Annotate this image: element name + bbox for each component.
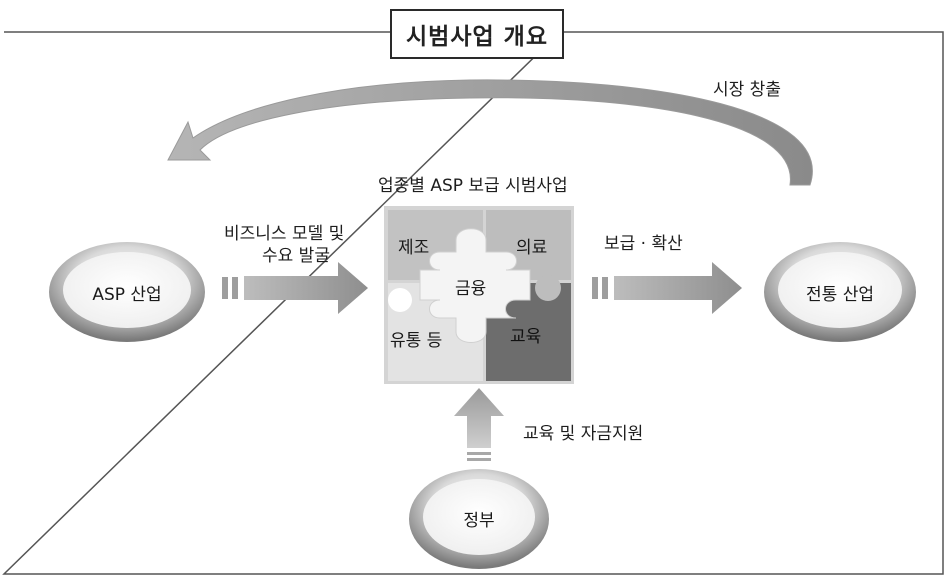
puzzle-graphic [384,206,574,384]
right-horizontal-arrow [592,262,742,314]
puzzle-knob-right [535,275,561,301]
traditional-industry-node [764,242,916,342]
center-title-label: 업종별 ASP 보급 시범사업 [378,176,568,196]
traditional-industry-label: 전통 산업 [806,285,874,305]
puzzle-label-education: 교육 [510,327,542,347]
market-creation-label: 시장 창출 [713,80,781,100]
diagram-title: 시범사업 개요 [390,9,564,59]
puzzle-center-piece [419,228,531,343]
bottom-vertical-arrow [454,388,504,461]
puzzle-knob-left [388,288,412,312]
puzzle-label-medical: 의료 [516,238,548,258]
puzzle-bottom-right [486,283,571,381]
asp-industry-node [49,242,205,342]
top-curved-arrow [167,79,813,186]
left-arrow-label-line1: 비즈니스 모델 및 [224,224,345,244]
right-arrow-label: 보급 · 확산 [604,234,683,254]
bottom-arrow-label: 교육 및 자금지원 [523,424,644,444]
left-horizontal-arrow [222,262,368,314]
outer-frame [2,31,944,575]
puzzle-label-manufacturing: 제조 [398,238,430,258]
government-node [409,469,549,569]
government-label: 정부 [463,511,495,531]
asp-industry-label: ASP 산업 [92,285,162,305]
puzzle-label-distribution: 유통 등 [390,331,443,351]
left-arrow-label-line2: 수요 발굴 [262,246,330,266]
puzzle-label-finance: 금융 [455,279,487,299]
